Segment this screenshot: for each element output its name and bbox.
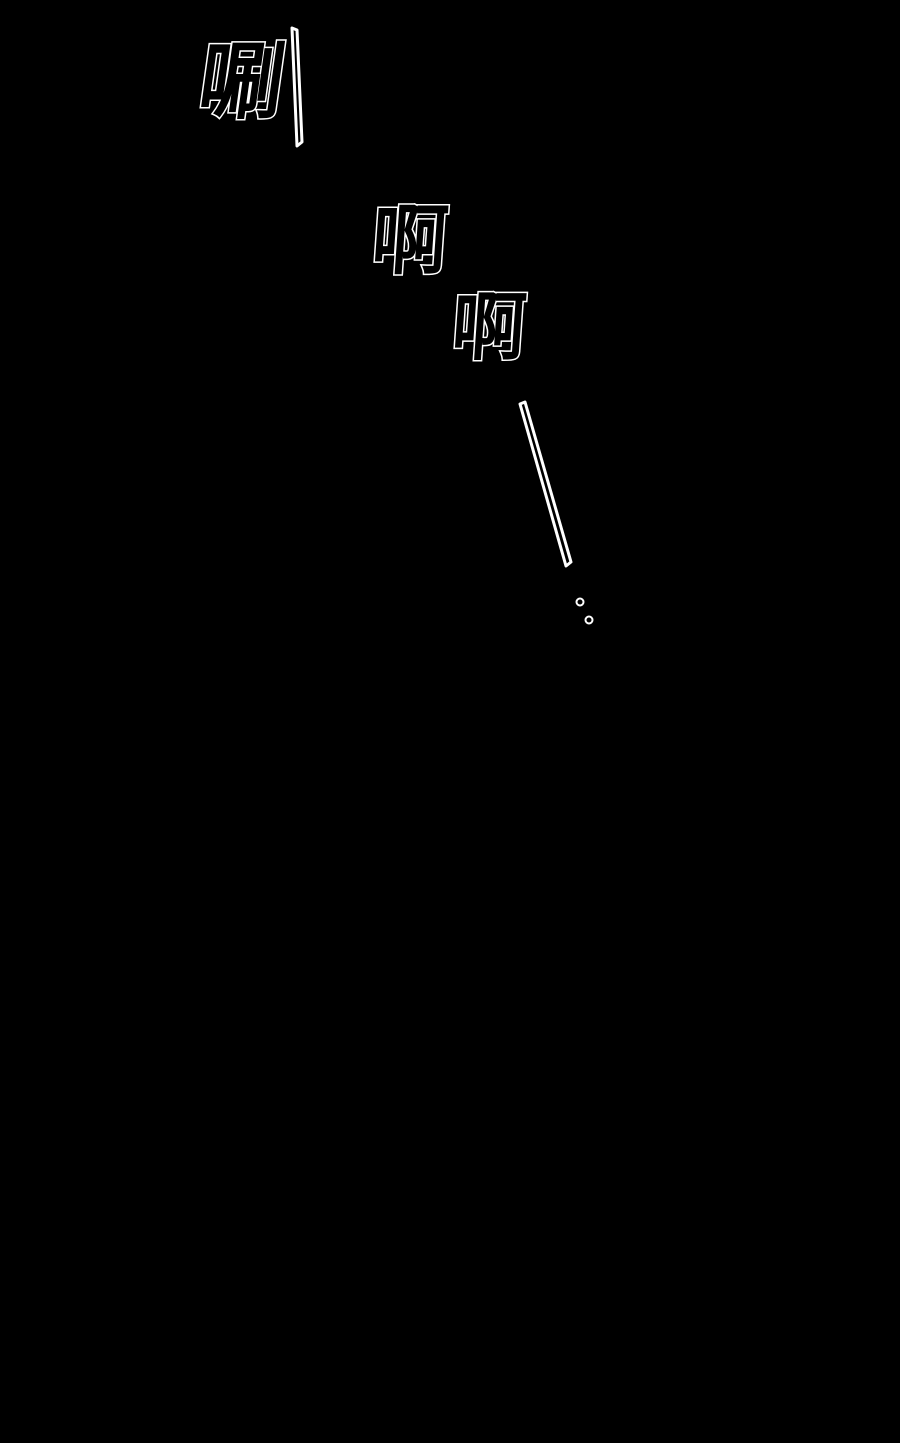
sound-effect-swish: 唰 [192, 32, 275, 133]
swish-stroke [290, 26, 304, 148]
sound-effect-ah-2: 啊 [447, 284, 518, 373]
dot-2 [584, 615, 594, 625]
long-dash [518, 400, 573, 568]
dot-1 [575, 597, 585, 607]
sound-effect-ah-1: 啊 [367, 195, 440, 287]
